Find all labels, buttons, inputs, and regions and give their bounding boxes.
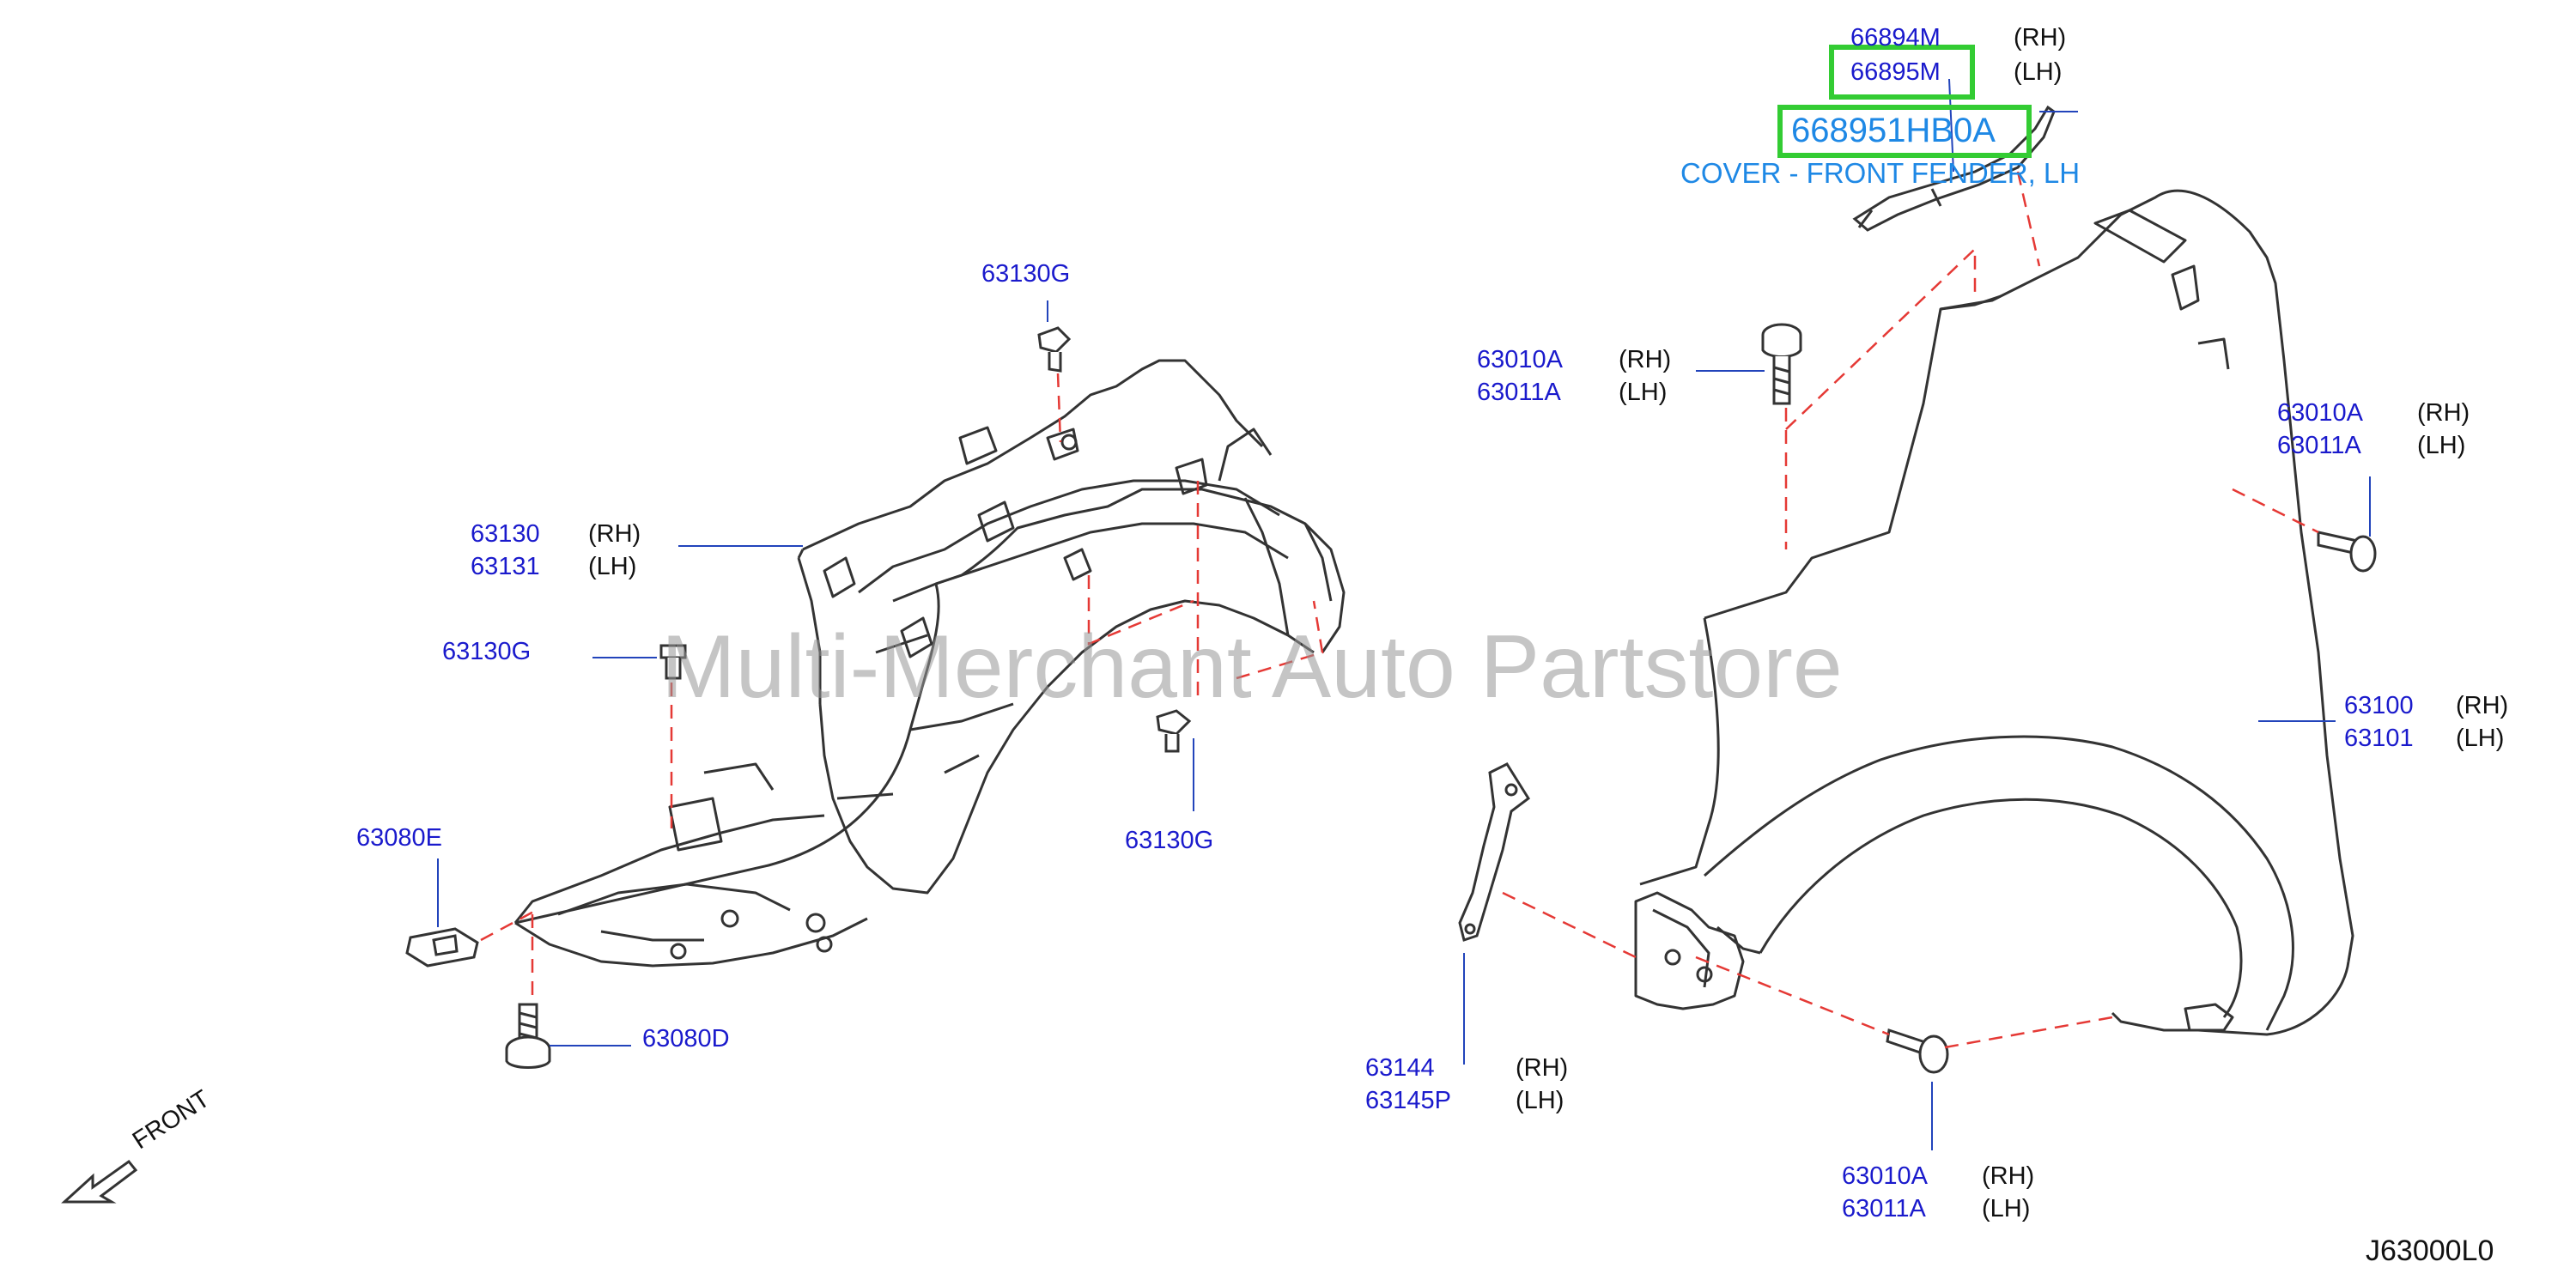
callout-63144-side: (RH) (1516, 1054, 1569, 1082)
callout-63080E[interactable]: 63080E (356, 824, 442, 852)
callout-63011A-bottom-side: (LH) (1982, 1195, 2031, 1222)
callout-63011A-top-side: (LH) (1619, 379, 1668, 406)
clip-63130G-low-icon (1156, 709, 1192, 753)
bracket-63144-icon (1458, 762, 1531, 942)
callout-63130G-top[interactable]: 63130G (981, 260, 1071, 288)
callout-63145P[interactable]: 63145P (1365, 1087, 1451, 1114)
bolt-63010A-bottom-icon (1886, 1028, 1949, 1074)
front-arrow-icon (61, 1159, 138, 1204)
callout-63100-side: (RH) (2456, 692, 2509, 719)
callout-63010A-top-side: (RH) (1619, 346, 1672, 373)
callout-66894M-side: (RH) (2014, 24, 2067, 52)
callout-63010A-top[interactable]: 63010A (1477, 346, 1563, 373)
assembly-lines-right (1502, 171, 2319, 1049)
leader-lines (437, 78, 2371, 1150)
callout-63131-side: (LH) (588, 553, 637, 580)
callout-63131[interactable]: 63131 (471, 553, 540, 580)
callout-63130G-left[interactable]: 63130G (442, 638, 532, 665)
assembly-lines-left (480, 373, 1324, 1000)
callout-63145P-side: (LH) (1516, 1087, 1564, 1114)
diagram-code: J63000L0 (2366, 1235, 2494, 1267)
callout-63144[interactable]: 63144 (1365, 1054, 1435, 1082)
bolt-63010A-top-icon (1761, 323, 1802, 405)
front-fender (1634, 189, 2354, 1036)
callout-63130[interactable]: 63130 (471, 520, 540, 548)
callout-63011A-top[interactable]: 63011A (1477, 379, 1561, 406)
callout-66895M-side: (LH) (2014, 58, 2063, 86)
callout-63011A-right-side: (LH) (2417, 432, 2466, 459)
screw-63080D-icon (505, 1003, 551, 1069)
watermark: Multi-Merchant Auto Partstore (661, 617, 1843, 717)
callout-63100[interactable]: 63100 (2344, 692, 2414, 719)
clip-63130G-top-icon (1037, 326, 1072, 373)
callout-63010A-right-side: (RH) (2417, 399, 2470, 427)
highlight-box-66895M (1829, 45, 1975, 100)
fender-liner (513, 359, 1346, 968)
callout-66895M[interactable]: 66895M (1850, 58, 1941, 86)
clip-63130G-left-icon (659, 644, 687, 680)
callout-63130G-low[interactable]: 63130G (1125, 827, 1214, 854)
callout-63011A-bottom[interactable]: 63011A (1842, 1195, 1926, 1222)
callout-63011A-right[interactable]: 63011A (2277, 432, 2361, 459)
callout-63101[interactable]: 63101 (2344, 725, 2414, 752)
callout-63010A-right[interactable]: 63010A (2277, 399, 2363, 427)
callout-63010A-bottom[interactable]: 63010A (1842, 1162, 1928, 1190)
nut-63080E-icon (405, 927, 479, 968)
callout-66894M[interactable]: 66894M (1850, 24, 1941, 52)
callout-63080D[interactable]: 63080D (642, 1025, 730, 1053)
highlight-part-number[interactable]: 668951HB0A (1791, 112, 1996, 149)
bolt-63010A-right-icon (2317, 531, 2377, 573)
callout-63101-side: (LH) (2456, 725, 2505, 752)
callout-63130-side: (RH) (588, 520, 641, 548)
highlight-description: COVER - FRONT FENDER, LH (1680, 157, 2081, 189)
callout-63010A-bottom-side: (RH) (1982, 1162, 2035, 1190)
highlight-box-668951HB0A (1777, 105, 2032, 158)
